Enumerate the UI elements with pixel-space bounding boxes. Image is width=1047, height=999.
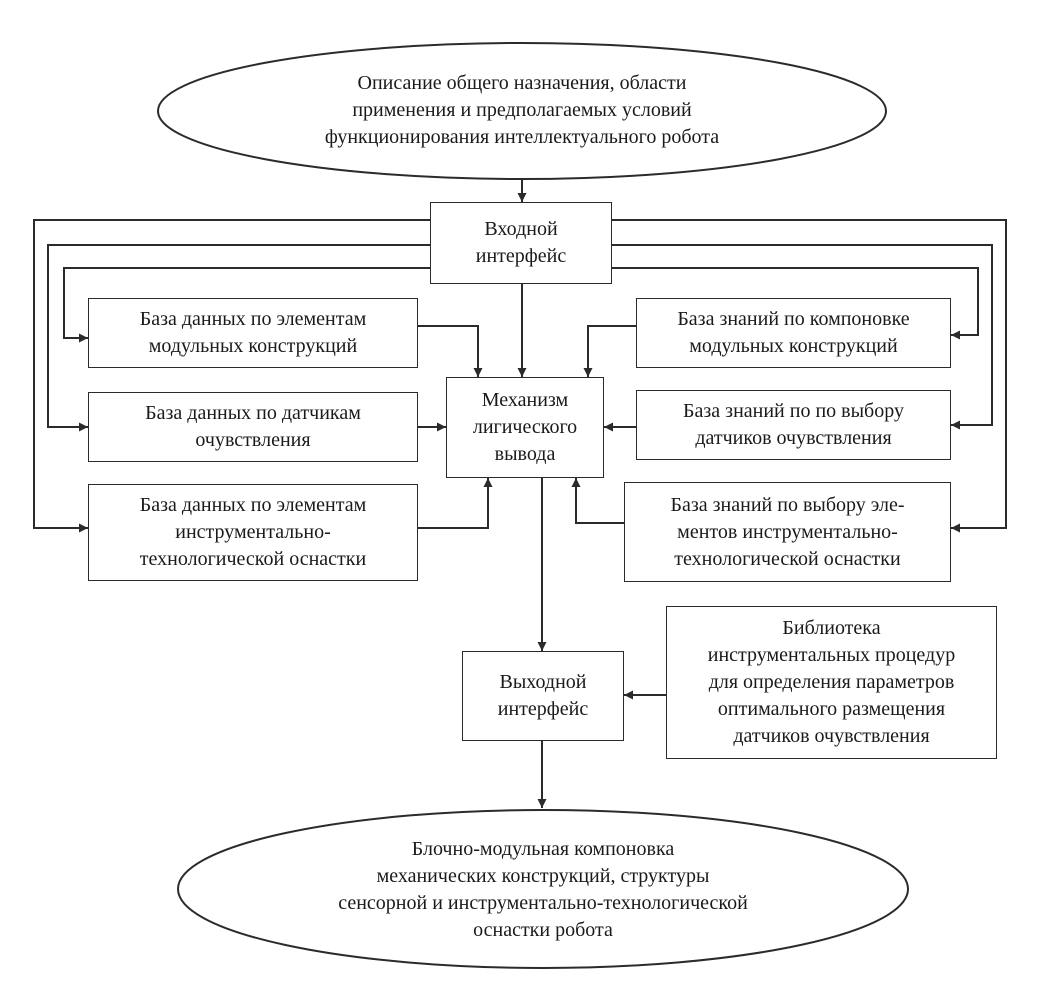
- db-modules-line: База данных по элементам: [139, 308, 367, 330]
- db-modules-line: модульных конструкций: [148, 335, 358, 357]
- output-interface-box: Выходной интерфейс: [462, 651, 624, 741]
- library-line: инструментальных процедур: [707, 644, 956, 666]
- kb-layout-line: База знаний по компоновке: [677, 308, 910, 330]
- output-interface-line: интерфейс: [497, 698, 589, 720]
- arrow-db-tooling-to-inference: [418, 478, 493, 529]
- library-line: для определения параметров: [708, 671, 955, 693]
- inference-line: вывода: [494, 443, 556, 465]
- inference-line: Механизм: [481, 389, 569, 411]
- purpose-line: Описание общего назначения, области: [357, 71, 687, 94]
- arrow-input-to-kb-layout: [612, 267, 979, 340]
- purpose-line: применения и предполагаемых условий: [352, 98, 692, 121]
- inference-line: лигического: [472, 416, 578, 438]
- procedure-library-box: Библиотека инструментальных процедур для…: [666, 606, 997, 759]
- arrow-input-to-db-sensors: [47, 244, 430, 432]
- result-line: Блочно-модульная компоновка: [411, 838, 675, 860]
- kb-layout-line: модульных конструкций: [689, 335, 898, 357]
- arrow-input-to-db-modules: [63, 267, 430, 343]
- result-line: оснастки робота: [473, 919, 613, 941]
- library-line: Библиотека: [782, 617, 881, 639]
- input-interface-line: Входной: [484, 218, 558, 240]
- db-tooling-box: База данных по элементам инструментально…: [88, 484, 418, 581]
- arrow-input-to-kb-sensors: [612, 244, 993, 430]
- kb-tooling-box: База знаний по выбору эле- ментов инстру…: [624, 482, 951, 582]
- kb-tooling-line: База знаний по выбору эле-: [670, 493, 905, 516]
- bottom-ellipse: [177, 809, 909, 969]
- arrow-kb-layout-to-inference: [583, 325, 636, 377]
- db-modules-box: База данных по элементам модульных конст…: [88, 298, 418, 368]
- input-interface-box: Входной интерфейс: [430, 202, 612, 284]
- kb-sensors-line: датчиков очувствления: [695, 427, 892, 449]
- db-tooling-line: База данных по элементам: [139, 494, 367, 516]
- inference-engine-box: Механизм лигического вывода: [446, 377, 604, 478]
- kb-sensors-box: База знаний по по выбору датчиков очувст…: [636, 390, 951, 460]
- db-sensors-line: очувствления: [195, 429, 311, 451]
- arrow-kb-tooling-to-inference: [571, 478, 624, 524]
- output-interface-line: Выходной: [499, 671, 587, 693]
- result-description: Блочно-модульная компоновка механических…: [220, 830, 866, 950]
- arrow-input-to-db-tooling: [33, 219, 430, 533]
- db-tooling-line: инструментально-: [175, 521, 331, 543]
- kb-tooling-line: ментов инструментально-: [677, 520, 898, 543]
- kb-sensors-line: База знаний по по выбору: [683, 400, 904, 422]
- library-line: датчиков очувствления: [733, 725, 930, 747]
- arrow-input-to-kb-tooling: [612, 219, 1007, 533]
- db-sensors-line: База данных по датчикам: [145, 402, 361, 424]
- db-tooling-line: технологической оснастки: [139, 548, 367, 570]
- db-sensors-box: База данных по датчикам очувствления: [88, 392, 418, 462]
- library-line: оптимального размещения: [717, 698, 946, 720]
- kb-layout-box: База знаний по компоновке модульных конс…: [636, 298, 951, 368]
- arrow-db-modules-to-inference: [418, 325, 483, 377]
- purpose-description: Описание общего назначения, области прим…: [170, 58, 874, 162]
- kb-tooling-line: технологической оснастки: [674, 547, 901, 570]
- input-interface-line: интерфейс: [475, 245, 567, 267]
- purpose-line: функционирования интеллектуального робот…: [324, 125, 720, 148]
- result-line: механических конструкций, структуры: [376, 865, 710, 887]
- result-line: сенсорной и инструментально-технологичес…: [338, 892, 748, 914]
